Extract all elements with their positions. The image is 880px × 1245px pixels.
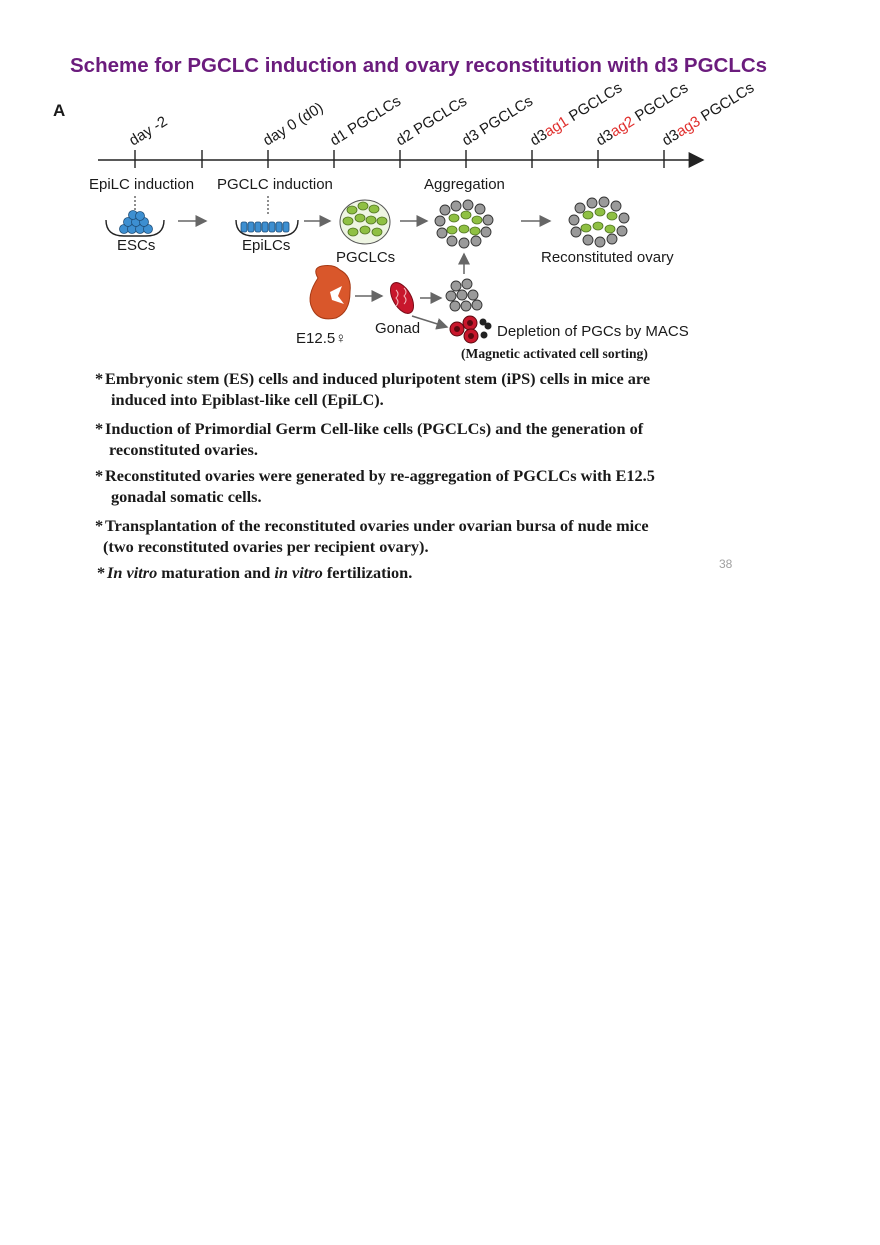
timeline-ticks	[134, 150, 665, 168]
pgclc-induction-diagram: day -2 day 0 (d0) d1 PGCLCs d2 PGCLCs d3…	[89, 79, 757, 347]
label-embryo: E12.5♀	[296, 330, 346, 347]
page-title: Scheme for PGCLC induction and ovary rec…	[70, 54, 768, 77]
esc-dish-icon	[105, 210, 165, 237]
macs-beads-icon	[449, 315, 492, 344]
label-depletion: Depletion of PGCs by MACS	[497, 323, 689, 340]
note-item: *Embryonic stem (ES) cells and induced p…	[95, 369, 651, 409]
somatic-cells-icon	[445, 278, 483, 312]
embryo-icon	[309, 265, 351, 320]
pgclc-aggregate-icon	[339, 199, 391, 245]
label-gonad: Gonad	[375, 320, 420, 337]
macs-note: (Magnetic activated cell sorting)	[461, 346, 648, 361]
epilc-dish-icon	[235, 219, 299, 237]
tick-label-day0: day 0 (d0)	[260, 99, 326, 149]
flow-arrow-diag	[411, 315, 449, 330]
note-item: *Transplantation of the reconstituted ov…	[95, 516, 649, 556]
label-epilcs: EpiLCs	[242, 237, 290, 254]
stage-epilc-induction: EpiLC induction	[89, 176, 194, 193]
label-escs: ESCs	[117, 237, 155, 254]
note-item: *In vitro maturation and in vitro fertil…	[97, 563, 413, 582]
aggregation-cluster-icon	[434, 199, 494, 249]
note-item: *Reconstituted ovaries were generated by…	[95, 466, 655, 506]
reconstituted-ovary-icon	[568, 196, 630, 248]
panel-label: A	[53, 101, 66, 120]
label-reconstituted-ovary: Reconstituted ovary	[541, 249, 674, 266]
tick-label-d1: d1 PGCLCs	[327, 93, 404, 150]
tick-label-day-minus2: day -2	[126, 113, 170, 150]
label-pgclcs: PGCLCs	[336, 249, 395, 266]
note-item: *Induction of Primordial Germ Cell-like …	[95, 419, 644, 459]
page-number: 38	[719, 557, 733, 571]
stage-pgclc-induction: PGCLC induction	[217, 176, 333, 193]
tick-label-d3: d3 PGCLCs	[459, 93, 536, 150]
gonad-icon	[389, 282, 415, 314]
tick-label-d2: d2 PGCLCs	[393, 93, 470, 150]
stage-aggregation: Aggregation	[424, 176, 505, 193]
